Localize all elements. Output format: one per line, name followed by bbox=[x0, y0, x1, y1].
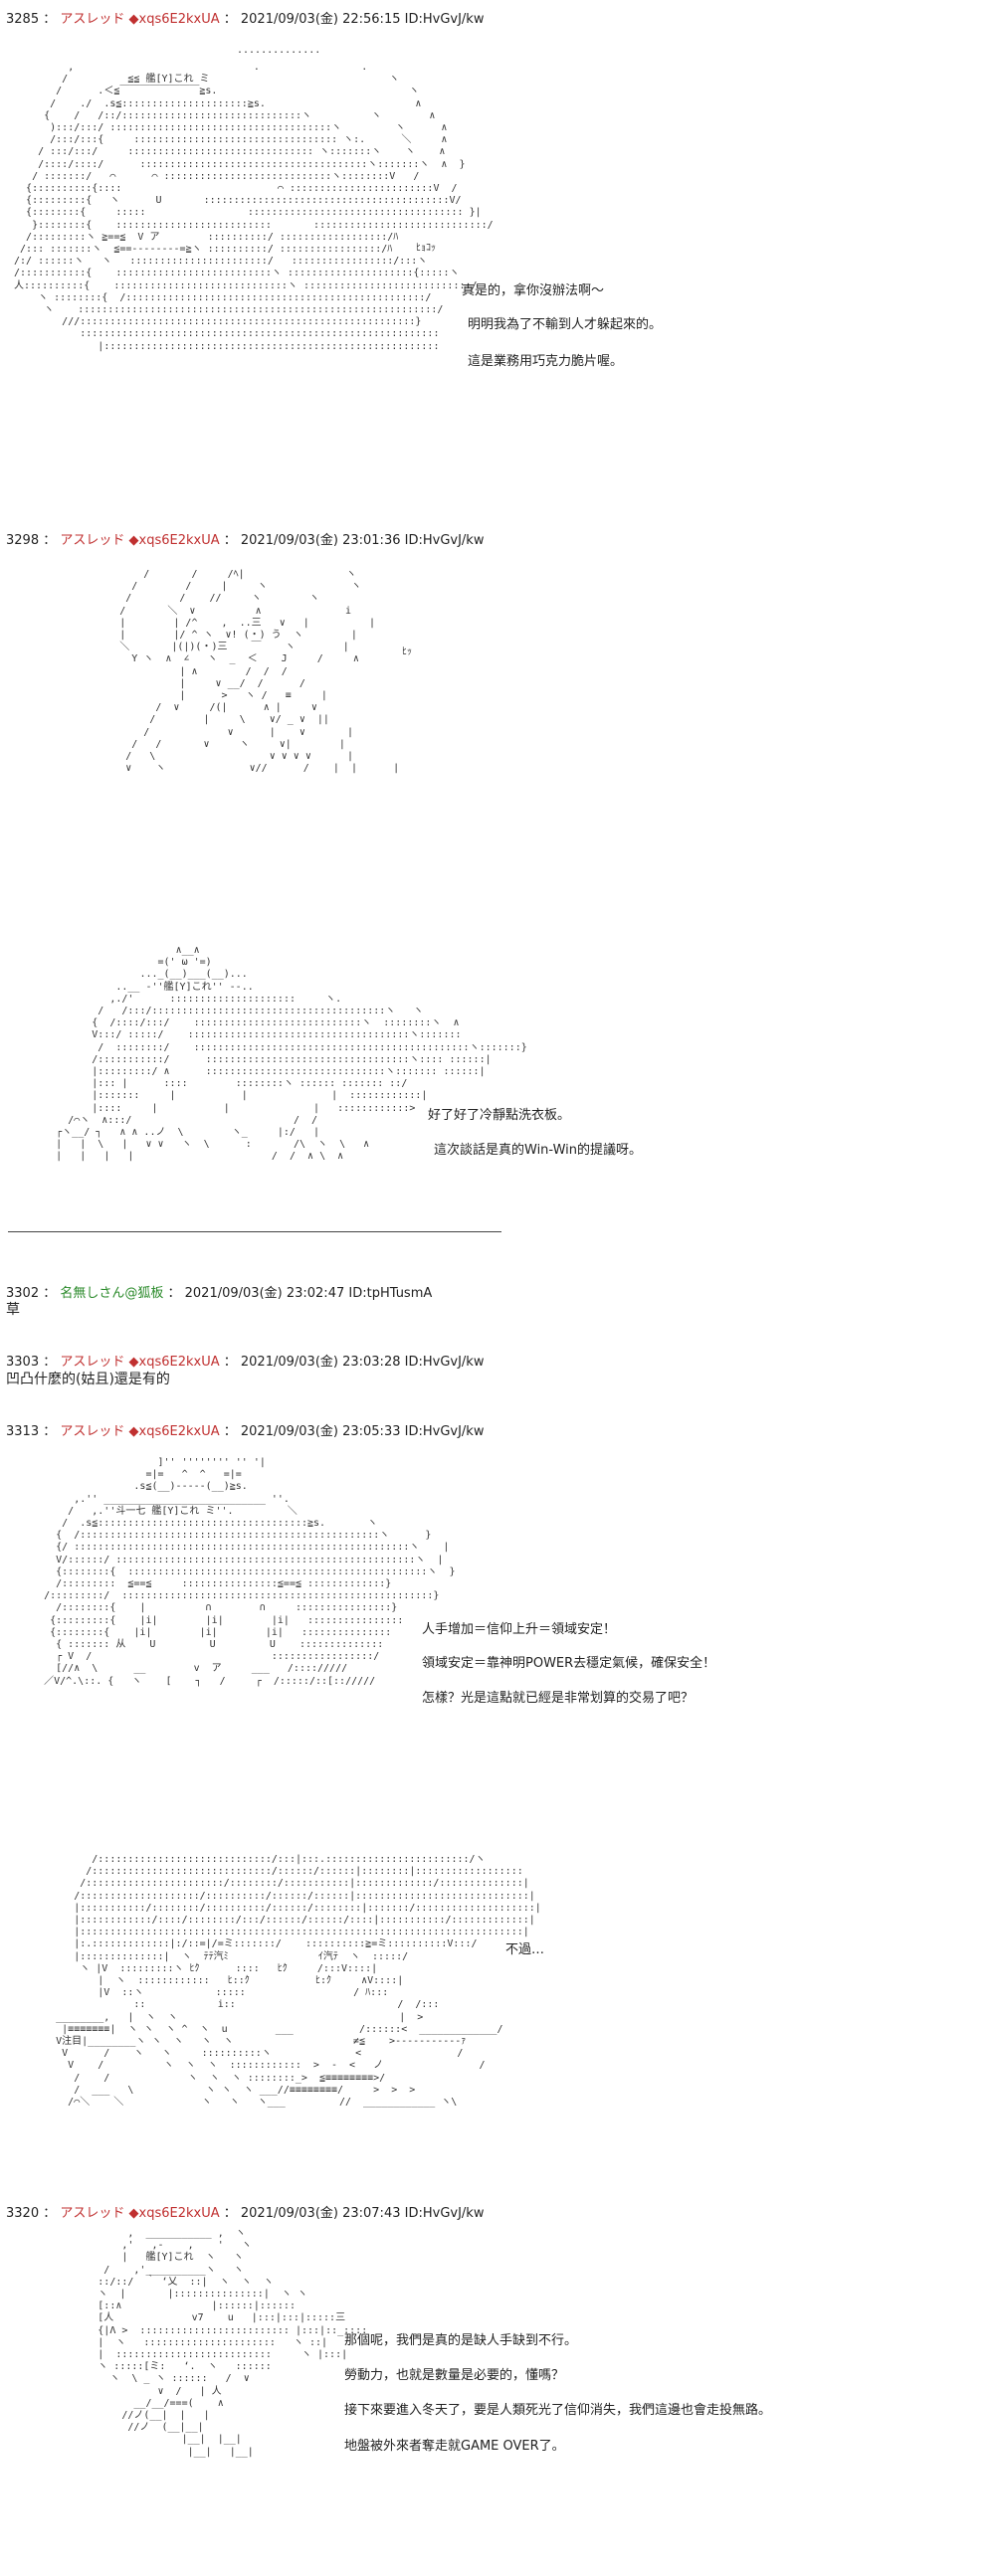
sound-effect: ﾋｮｺｯ bbox=[416, 243, 436, 254]
poster-name: アスレッド bbox=[60, 1424, 125, 1439]
poster-name: アスレッド bbox=[60, 1355, 125, 1370]
dialog-line: 地盤被外來者奪走就GAME OVER了。 bbox=[344, 2439, 565, 2454]
post-header: 3313 ： アスレッド ◆xqs6E2kxUA ： 2021/09/03(金)… bbox=[6, 1424, 485, 1439]
post-date: 2021/09/03(金) 23:02:47 bbox=[184, 1286, 345, 1301]
post-number[interactable]: 3303 bbox=[6, 1355, 40, 1370]
post-body: 凹凸什麼的(姑且)還是有的 bbox=[6, 1372, 170, 1387]
dialog-line: 人手增加＝信仰上升＝領域安定！ bbox=[422, 1622, 617, 1637]
post-date: 2021/09/03(金) 23:05:33 bbox=[240, 1424, 401, 1439]
post-date: 2021/09/03(金) 23:07:43 bbox=[240, 2206, 401, 2221]
ascii-art-dots: .............. bbox=[237, 45, 321, 56]
post-number[interactable]: 3320 bbox=[6, 2206, 40, 2221]
dialog-line: 那個呢，我們是真的是缺人手缺到不行。 bbox=[344, 2333, 578, 2348]
post-id[interactable]: ID:HvGvJ/kw bbox=[404, 2206, 485, 2221]
poster-trip: ◆xqs6E2kxUA bbox=[128, 12, 220, 27]
post-header: 3302 ： 名無しさん@狐板 ： 2021/09/03(金) 23:02:47… bbox=[6, 1286, 433, 1301]
ascii-art-character-4: ]'' '''''''' '' '| =|= ^ ^ =|= .s≦(__)--… bbox=[44, 1457, 456, 1687]
ascii-art-character-3: ∧__∧ =(' ω '=) ..._(__)___(__)... ..__ -… bbox=[56, 945, 527, 1163]
post-body: 草 bbox=[6, 1302, 20, 1318]
sound-effect: ﾋｯ bbox=[402, 646, 412, 657]
poster-name: アスレッド bbox=[60, 533, 125, 548]
post-number[interactable]: 3313 bbox=[6, 1424, 40, 1439]
post-id[interactable]: ID:tpHTusmA bbox=[348, 1286, 433, 1301]
ascii-art-character-6: , ___________ , ヽ ,' ,- , ' ヽ | 艦[Y]これ ヽ… bbox=[98, 2228, 368, 2458]
dialog-line: 不過… bbox=[505, 1942, 545, 1957]
post-number[interactable]: 3298 bbox=[6, 533, 40, 548]
dialog-line: 好了好了冷靜點洗衣板。 bbox=[428, 1108, 571, 1123]
poster-name: 名無しさん@狐板 bbox=[60, 1286, 164, 1301]
poster-name: アスレッド bbox=[60, 2206, 125, 2221]
post-header: 3285 ： アスレッド ◆xqs6E2kxUA ： 2021/09/03(金)… bbox=[6, 12, 485, 27]
post-header: 3298 ： アスレッド ◆xqs6E2kxUA ： 2021/09/03(金)… bbox=[6, 533, 485, 548]
dialog-line: 這次談話是真的Win-Win的提議呀。 bbox=[434, 1143, 643, 1158]
post-date: 2021/09/03(金) 23:01:36 bbox=[240, 533, 401, 548]
post-header: 3303 ： アスレッド ◆xqs6E2kxUA ： 2021/09/03(金)… bbox=[6, 1355, 485, 1370]
post-id[interactable]: ID:HvGvJ/kw bbox=[404, 1355, 485, 1370]
dialog-line: 領域安定＝靠神明POWER去穩定氣候，確保安全！ bbox=[422, 1656, 716, 1671]
dialog-line: 怎樣？光是這點就已經是非常划算的交易了吧？ bbox=[422, 1691, 695, 1706]
dialog-line: 真是的，拿你沒辦法啊～ bbox=[462, 283, 605, 298]
dialog-line: 明明我為了不輸到人才躲起來的。 bbox=[468, 317, 663, 332]
poster-trip: ◆xqs6E2kxUA bbox=[128, 2206, 220, 2221]
dialog-line: 這是業務用巧克力脆片喔。 bbox=[468, 354, 624, 369]
post-id[interactable]: ID:HvGvJ/kw bbox=[404, 12, 485, 27]
post-date: 2021/09/03(金) 22:56:15 bbox=[240, 12, 401, 27]
poster-trip: ◆xqs6E2kxUA bbox=[128, 1355, 220, 1370]
poster-trip: ◆xqs6E2kxUA bbox=[128, 1424, 220, 1439]
ascii-art-character-2: / / /ﾍ| ヽ / / | ヽ ヽ / / // ヽ ヽ / ＼ ∨ ∧ i… bbox=[119, 569, 400, 775]
post-number[interactable]: 3302 bbox=[6, 1286, 40, 1301]
post-id[interactable]: ID:HvGvJ/kw bbox=[404, 533, 485, 548]
poster-name: アスレッド bbox=[60, 12, 125, 27]
post-date: 2021/09/03(金) 23:03:28 bbox=[240, 1355, 401, 1370]
dialog-line: 接下來要進入冬天了，要是人類死光了信仰消失，我們這邊也會走投無路。 bbox=[344, 2403, 772, 2418]
post-number[interactable]: 3285 bbox=[6, 12, 40, 27]
post-header: 3320 ： アスレッド ◆xqs6E2kxUA ： 2021/09/03(金)… bbox=[6, 2206, 485, 2221]
ascii-art-character-1: , . . / ≦≦ 艦[Y]これ ミ ヽ / .＜≦￣￣￣￣￣￣￣￣≧s. ヽ… bbox=[14, 62, 494, 352]
poster-trip: ◆xqs6E2kxUA bbox=[128, 533, 220, 548]
ascii-art-character-5: /:::::::::::::::::::::::::::::/:::|:::.:… bbox=[56, 1854, 541, 2109]
post-id[interactable]: ID:HvGvJ/kw bbox=[404, 1424, 485, 1439]
ascii-ground-line bbox=[8, 1231, 501, 1232]
dialog-line: 勞動力，也就是數量是必要的，懂嗎？ bbox=[344, 2368, 565, 2383]
